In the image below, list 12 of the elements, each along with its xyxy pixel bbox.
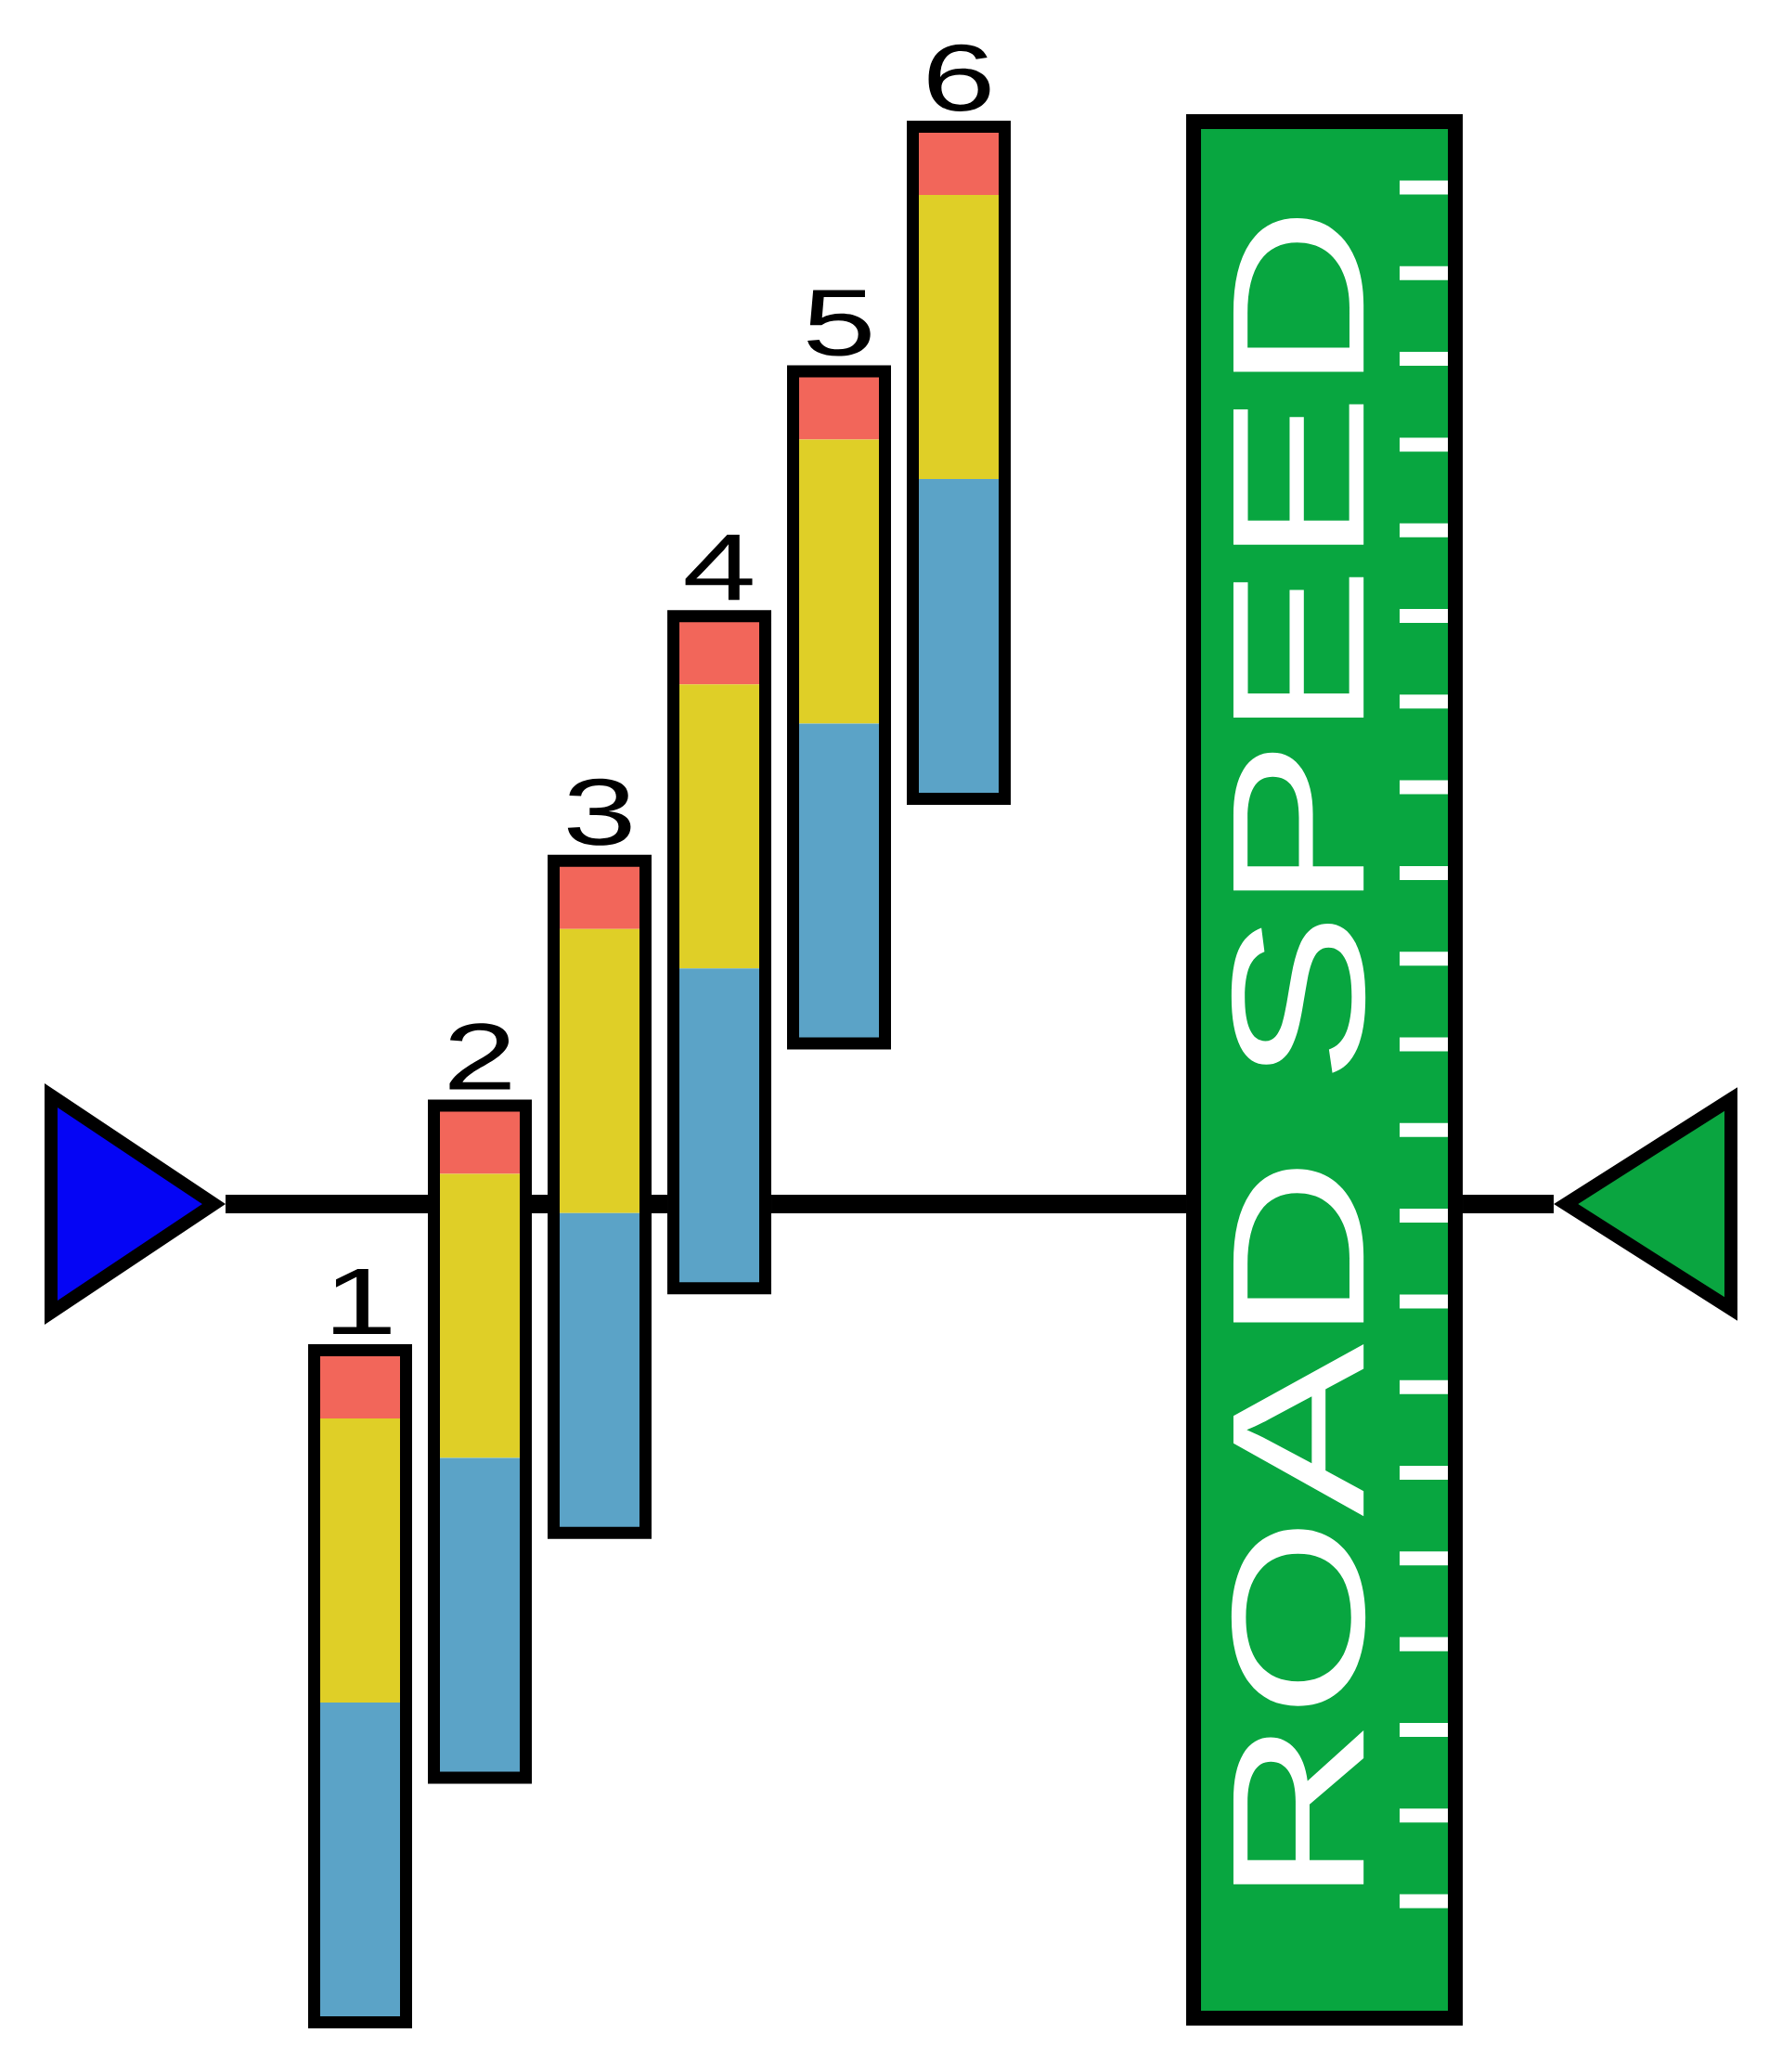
- road-speed-bar: ROAD SPEED: [1186, 114, 1463, 2027]
- connector-line: [652, 1195, 667, 1213]
- connector-line: [771, 1195, 1186, 1213]
- gear-number: 4: [685, 535, 753, 601]
- connector-line: [226, 1195, 428, 1213]
- gear-number: 2: [449, 1023, 510, 1090]
- connector-line: [1463, 1195, 1554, 1213]
- gear-number: 3: [567, 778, 631, 846]
- connector-line: [532, 1195, 548, 1213]
- gear-number: 6: [928, 44, 990, 111]
- gear-number: 5: [807, 290, 871, 356]
- gear-number: 1: [333, 1268, 391, 1334]
